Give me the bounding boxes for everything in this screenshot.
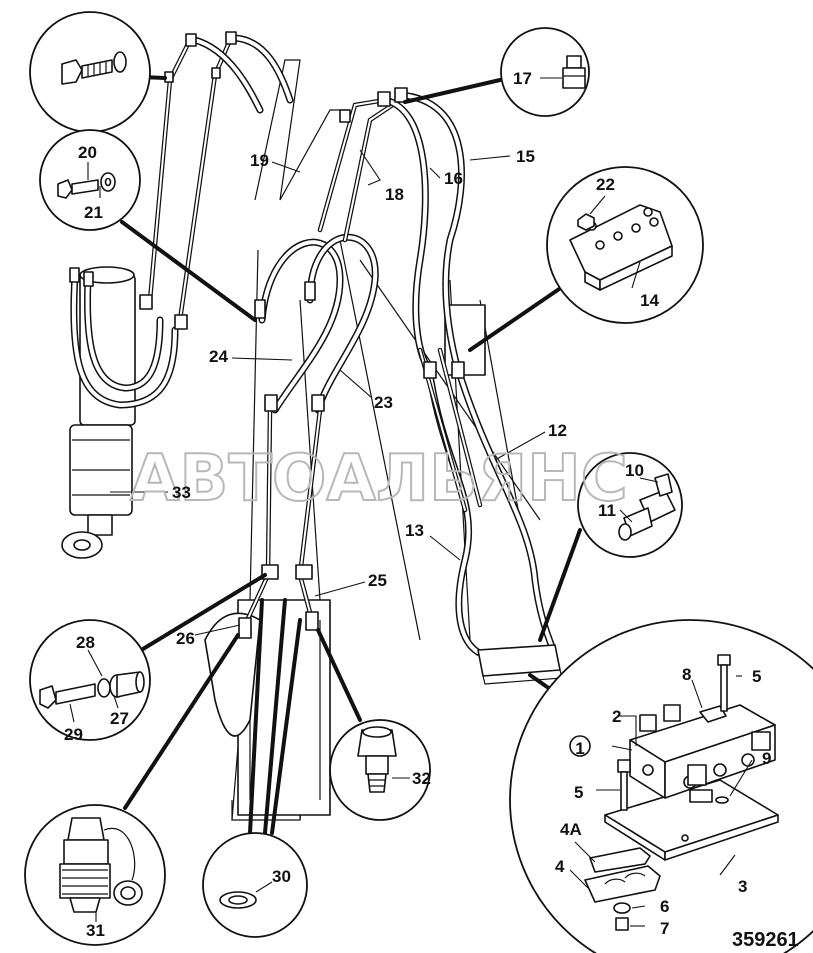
detail-valve-block: [509, 619, 813, 953]
callout-5-bottom: 5: [574, 783, 583, 802]
callout-1: 1: [575, 739, 584, 758]
watermark: АВТОАЛЬЯНС: [130, 442, 628, 516]
callout-23: 23: [374, 393, 393, 412]
detail-elbow-10-11: [538, 452, 683, 642]
detail-coupler-31: [24, 633, 240, 946]
callout-25: 25: [368, 571, 387, 590]
callout-11: 11: [598, 501, 616, 520]
callout-27: 27: [110, 709, 129, 728]
callout-17: 17: [513, 69, 532, 88]
callout-21: 21: [84, 203, 103, 222]
callout-19: 19: [250, 151, 269, 170]
callout-20: 20: [78, 143, 97, 162]
detail-fitting-32: [316, 628, 431, 821]
callout-16: 16: [444, 169, 463, 188]
fittings: [69, 31, 563, 685]
callout-4a: 4A: [560, 820, 582, 839]
detail-bolt-top: [29, 11, 167, 133]
drawing-number: 359261: [732, 929, 799, 951]
detail-bracket-14: [468, 166, 704, 352]
callout-33: 33: [172, 483, 191, 502]
callout-32: 32: [412, 769, 431, 788]
callout-15: 15: [516, 147, 535, 166]
hose-lines: [70, 34, 557, 659]
leader-lines: [110, 149, 546, 636]
callout-29: 29: [64, 725, 83, 744]
callout-18: 18: [385, 185, 404, 204]
callout-10: 10: [625, 461, 644, 480]
callout-26: 26: [176, 629, 195, 648]
callout-7: 7: [660, 919, 669, 938]
callout-24: 24: [209, 347, 228, 366]
detail-washer-30: [202, 598, 308, 938]
callout-6: 6: [660, 897, 669, 916]
callout-3: 3: [738, 877, 747, 896]
callout-22: 22: [596, 175, 615, 194]
callout-labels: 1 2 3 4 4A 5 5 6 7 8 9 10 11 12 13 14 15…: [64, 69, 771, 940]
callout-5-top: 5: [752, 667, 761, 686]
callout-8: 8: [682, 665, 691, 684]
detail-fitting-17: [403, 27, 590, 117]
callout-31: 31: [86, 921, 105, 940]
callout-9: 9: [762, 749, 771, 768]
detail-bolt-20-21: [39, 129, 257, 322]
callout-30: 30: [272, 867, 291, 886]
detail-bolt-27-29: [29, 573, 267, 741]
callout-28: 28: [76, 633, 95, 652]
callout-13: 13: [405, 521, 424, 540]
callout-14: 14: [640, 291, 659, 310]
callout-4: 4: [555, 857, 565, 876]
callout-12: 12: [548, 421, 567, 440]
callout-2: 2: [612, 707, 621, 726]
